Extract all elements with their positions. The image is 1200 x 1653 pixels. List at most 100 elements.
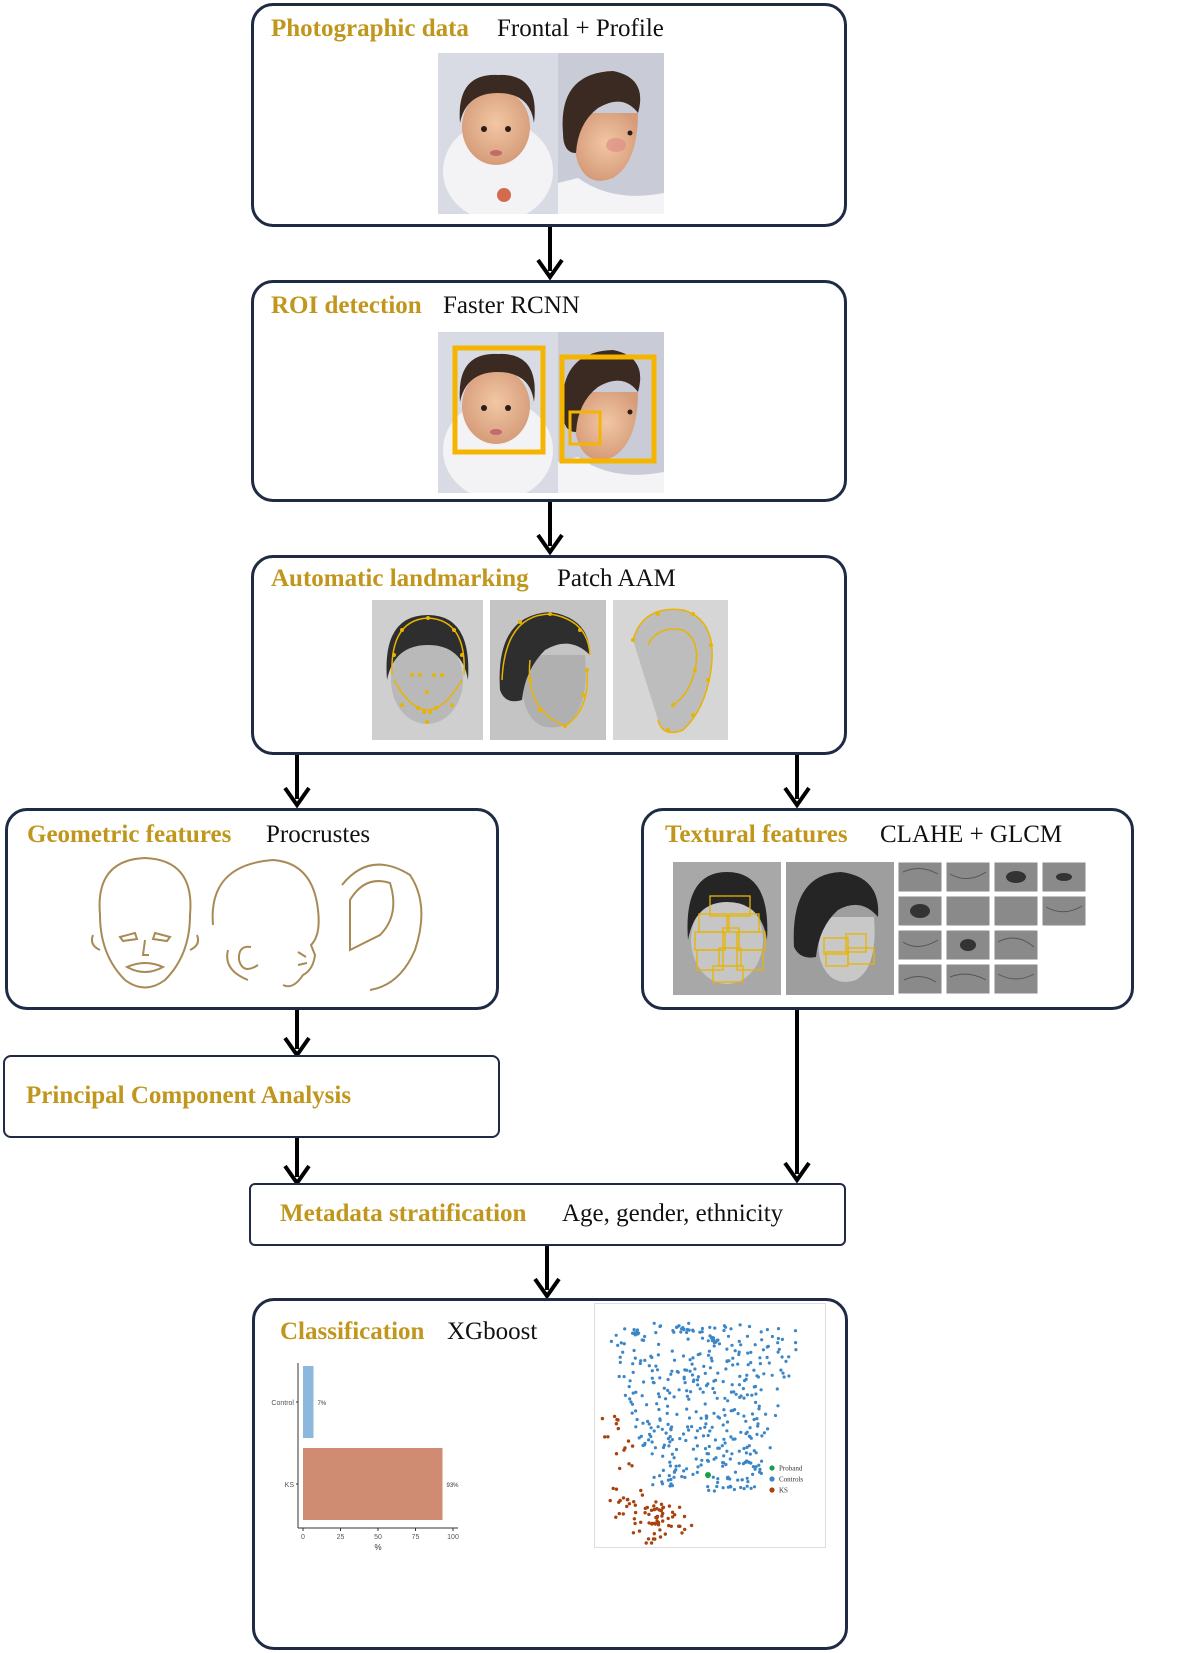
- control-point: [760, 1434, 764, 1438]
- control-point: [716, 1477, 720, 1481]
- control-point: [694, 1436, 698, 1440]
- control-point: [669, 1372, 673, 1376]
- control-point: [701, 1434, 706, 1438]
- landmark-ear: [613, 600, 728, 740]
- control-point: [685, 1407, 689, 1411]
- control-point: [630, 1402, 635, 1406]
- control-point: [614, 1333, 618, 1337]
- control-point: [643, 1334, 647, 1339]
- landmark-photos: [372, 600, 728, 740]
- roi-box-ear: [568, 410, 602, 446]
- control-point: [736, 1412, 740, 1416]
- landmarking-title: Automatic landmarking: [271, 565, 529, 592]
- control-point: [738, 1374, 742, 1378]
- control-point: [687, 1428, 691, 1432]
- control-point: [634, 1409, 638, 1413]
- control-point: [737, 1383, 741, 1387]
- control-point: [691, 1379, 695, 1384]
- control-point: [689, 1390, 693, 1394]
- control-point: [609, 1339, 613, 1343]
- ks-point: [637, 1529, 642, 1533]
- control-point: [631, 1362, 635, 1366]
- control-point: [787, 1374, 791, 1378]
- control-point: [686, 1425, 690, 1429]
- bar-ks: [303, 1448, 443, 1520]
- control-point: [731, 1437, 735, 1441]
- control-point: [731, 1363, 735, 1367]
- control-point: [705, 1414, 709, 1418]
- control-point: [623, 1393, 627, 1397]
- textural-features-title: Textural features: [665, 821, 848, 848]
- control-point: [682, 1327, 686, 1332]
- control-point: [755, 1432, 759, 1436]
- control-point: [668, 1440, 672, 1444]
- ks-point: [640, 1493, 645, 1497]
- control-point: [641, 1421, 645, 1425]
- control-point: [737, 1449, 741, 1453]
- control-point: [634, 1390, 638, 1394]
- control-point: [642, 1380, 646, 1384]
- control-point: [634, 1425, 638, 1429]
- ks-point: [612, 1414, 617, 1419]
- ks-point: [617, 1511, 621, 1516]
- control-point: [747, 1434, 751, 1438]
- control-point: [794, 1341, 798, 1345]
- control-point: [776, 1404, 780, 1408]
- control-point: [746, 1460, 750, 1464]
- control-point: [668, 1435, 672, 1439]
- control-point: [670, 1452, 674, 1456]
- control-point: [671, 1329, 675, 1333]
- control-point: [749, 1486, 753, 1490]
- control-point: [716, 1480, 720, 1485]
- control-point: [730, 1452, 734, 1456]
- arrow-roi-to-landmark: [536, 502, 564, 556]
- control-point: [688, 1369, 692, 1373]
- profile-face-outline: [211, 858, 320, 988]
- control-point: [675, 1412, 679, 1416]
- control-point: [677, 1464, 681, 1468]
- control-point: [762, 1431, 766, 1435]
- photographic-data-title: Photographic data: [271, 15, 469, 42]
- control-point: [752, 1485, 757, 1489]
- proband-point: [705, 1472, 711, 1478]
- control-point: [694, 1457, 698, 1461]
- roi-box-frontal-face: [452, 345, 546, 455]
- control-point: [618, 1355, 622, 1359]
- control-point: [737, 1339, 741, 1343]
- control-point: [703, 1425, 707, 1429]
- control-point: [653, 1446, 657, 1450]
- control-point: [779, 1368, 783, 1372]
- control-point: [726, 1399, 730, 1403]
- control-point: [734, 1392, 738, 1396]
- control-point: [687, 1416, 692, 1420]
- ks-point: [643, 1511, 647, 1515]
- ks-point: [656, 1520, 661, 1525]
- control-point: [701, 1390, 705, 1394]
- control-point: [750, 1393, 754, 1397]
- geometric-features-title: Geometric features: [27, 821, 232, 848]
- control-point: [617, 1374, 621, 1379]
- control-point: [691, 1447, 695, 1451]
- control-point: [691, 1329, 695, 1333]
- control-point: [670, 1484, 674, 1488]
- control-point: [716, 1415, 720, 1419]
- control-point: [670, 1349, 674, 1353]
- control-point: [690, 1373, 695, 1377]
- control-point: [726, 1334, 731, 1338]
- control-point: [725, 1476, 730, 1480]
- control-point: [776, 1350, 780, 1354]
- control-point: [723, 1441, 727, 1445]
- control-point: [686, 1337, 690, 1341]
- control-point: [670, 1438, 674, 1442]
- scatter-background: [594, 1303, 826, 1548]
- control-point: [745, 1334, 750, 1338]
- control-point: [755, 1417, 759, 1421]
- data-label-control: 7%: [318, 1401, 327, 1407]
- control-point: [664, 1397, 668, 1401]
- control-point: [696, 1465, 700, 1469]
- ks-point: [614, 1487, 619, 1491]
- control-point: [712, 1344, 716, 1348]
- metadata-subtitle: Age, gender, ethnicity: [562, 1200, 784, 1227]
- control-point: [623, 1327, 627, 1331]
- control-point: [739, 1343, 743, 1347]
